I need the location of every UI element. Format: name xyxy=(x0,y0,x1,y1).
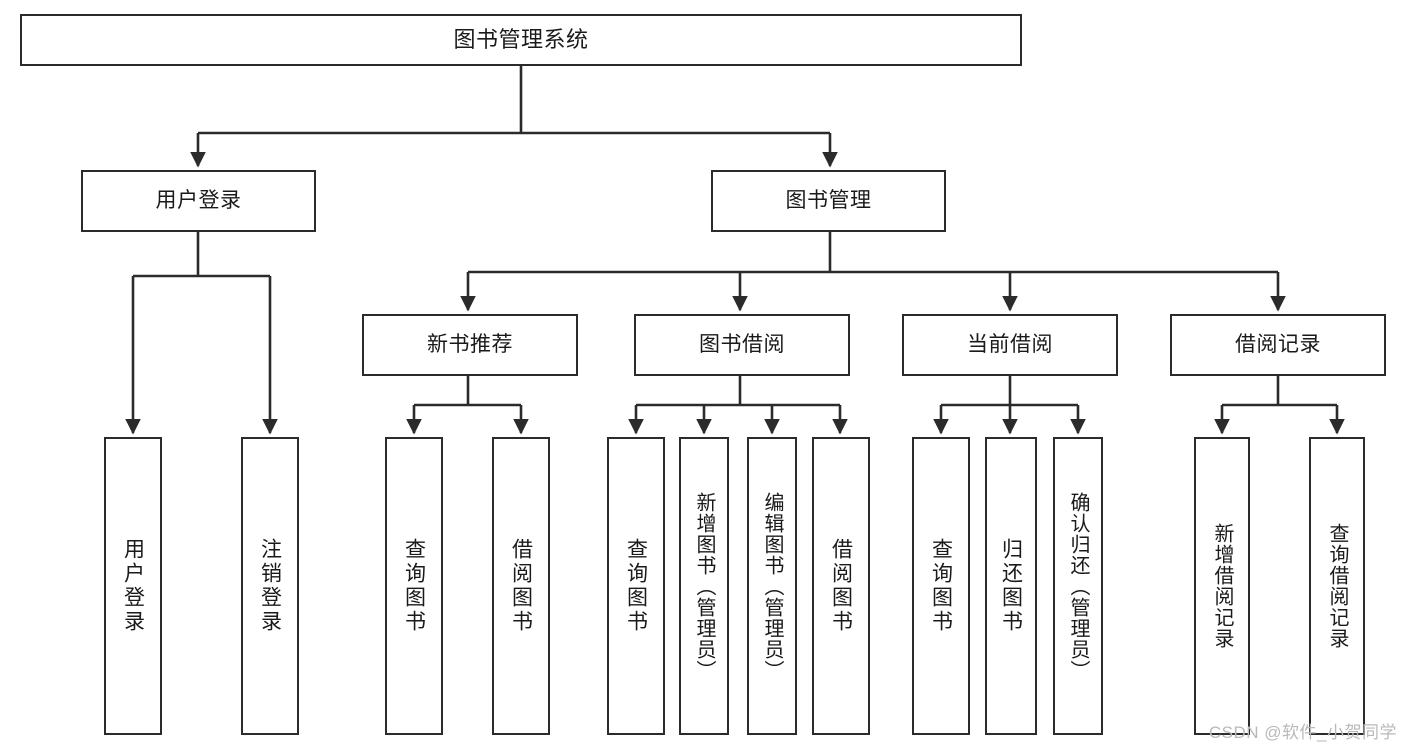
node-label: 查询图书 xyxy=(624,538,648,634)
node-label: 借阅图书 xyxy=(829,538,853,634)
node-current-borrow[interactable]: 当前借阅 xyxy=(902,314,1118,376)
node-label: 归还图书 xyxy=(999,538,1023,634)
leaf-record-add-record[interactable]: 新增借阅记录 xyxy=(1194,437,1250,735)
leaf-current-query-book[interactable]: 查询图书 xyxy=(912,437,970,735)
node-borrow-record[interactable]: 借阅记录 xyxy=(1170,314,1386,376)
node-label: 图书管理 xyxy=(785,188,872,212)
node-label: 新增借阅记录 xyxy=(1211,523,1233,649)
node-label: 确认归还（管理员） xyxy=(1067,491,1089,681)
node-label: 用户登录 xyxy=(121,538,145,634)
node-label: 当前借阅 xyxy=(967,332,1053,356)
node-label: 借阅记录 xyxy=(1235,332,1321,356)
leaf-user-login-login[interactable]: 用户登录 xyxy=(104,437,162,735)
node-label: 图书管理系统 xyxy=(453,27,589,53)
node-label: 查询图书 xyxy=(402,538,426,634)
leaf-user-login-logout[interactable]: 注销登录 xyxy=(241,437,299,735)
node-user-login[interactable]: 用户登录 xyxy=(81,170,316,232)
node-root-system[interactable]: 图书管理系统 xyxy=(20,14,1022,66)
node-book-management[interactable]: 图书管理 xyxy=(711,170,946,232)
leaf-new-book-borrow[interactable]: 借阅图书 xyxy=(492,437,550,735)
node-label: 用户登录 xyxy=(155,188,242,212)
leaf-record-query-record[interactable]: 查询借阅记录 xyxy=(1309,437,1365,735)
node-label: 编辑图书（管理员） xyxy=(761,491,783,681)
leaf-borrow-add-book-admin[interactable]: 新增图书（管理员） xyxy=(679,437,729,735)
node-label: 借阅图书 xyxy=(509,538,533,634)
node-label: 新书推荐 xyxy=(427,332,513,356)
leaf-borrow-borrow-book[interactable]: 借阅图书 xyxy=(812,437,870,735)
leaf-current-confirm-return-admin[interactable]: 确认归还（管理员） xyxy=(1053,437,1103,735)
node-label: 注销登录 xyxy=(258,538,282,634)
node-label: 查询图书 xyxy=(929,538,953,634)
leaf-borrow-edit-book-admin[interactable]: 编辑图书（管理员） xyxy=(747,437,797,735)
leaf-current-return-book[interactable]: 归还图书 xyxy=(985,437,1037,735)
node-book-borrow[interactable]: 图书借阅 xyxy=(634,314,850,376)
node-label: 图书借阅 xyxy=(699,332,785,356)
leaf-new-book-query[interactable]: 查询图书 xyxy=(385,437,443,735)
node-label: 新增图书（管理员） xyxy=(693,491,715,681)
node-new-book-recommend[interactable]: 新书推荐 xyxy=(362,314,578,376)
watermark-text: CSDN @软件_小贺同学 xyxy=(1208,723,1397,742)
leaf-borrow-query-book[interactable]: 查询图书 xyxy=(607,437,665,735)
node-label: 查询借阅记录 xyxy=(1326,523,1348,649)
